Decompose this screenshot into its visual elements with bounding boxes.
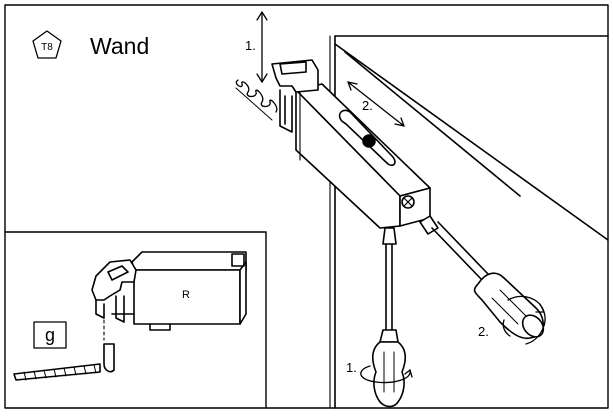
inset-hook-clip: [91, 259, 137, 323]
lift-arrow: [256, 11, 268, 83]
wall: [329, 35, 609, 409]
rotate-arrow-icon-1: [360, 365, 413, 384]
inset-bracket: [111, 251, 247, 331]
screwdriver-icon-vertical: [371, 227, 407, 408]
step-code: T8: [41, 42, 53, 53]
hook-clip: [271, 59, 319, 133]
part-letter: g: [45, 325, 55, 345]
spring-icon: [235, 79, 278, 121]
inset-frame: [4, 231, 267, 409]
double-arrow-icon: [347, 81, 405, 127]
main-step-2-label: 2.: [362, 98, 373, 113]
adjust-slot: [338, 109, 396, 167]
main-step-1-label: 1.: [245, 38, 256, 53]
outer-frame: [4, 4, 609, 409]
screwdriver-icon-diagonal: [419, 215, 545, 340]
hook-screw-icon: [13, 343, 115, 381]
pentagon-icon: [32, 30, 62, 59]
rotate-arrow-icon-2: [502, 295, 546, 345]
part-letter-box: [33, 321, 67, 349]
step-badge: T8: [32, 30, 62, 59]
inset-side-label: R: [182, 289, 190, 301]
tool-step-1-label: 1.: [346, 360, 357, 375]
bracket: [295, 83, 431, 229]
tool-step-2-label: 2.: [478, 324, 489, 339]
section-title: Wand: [90, 33, 149, 59]
slot-screw: [362, 134, 376, 148]
